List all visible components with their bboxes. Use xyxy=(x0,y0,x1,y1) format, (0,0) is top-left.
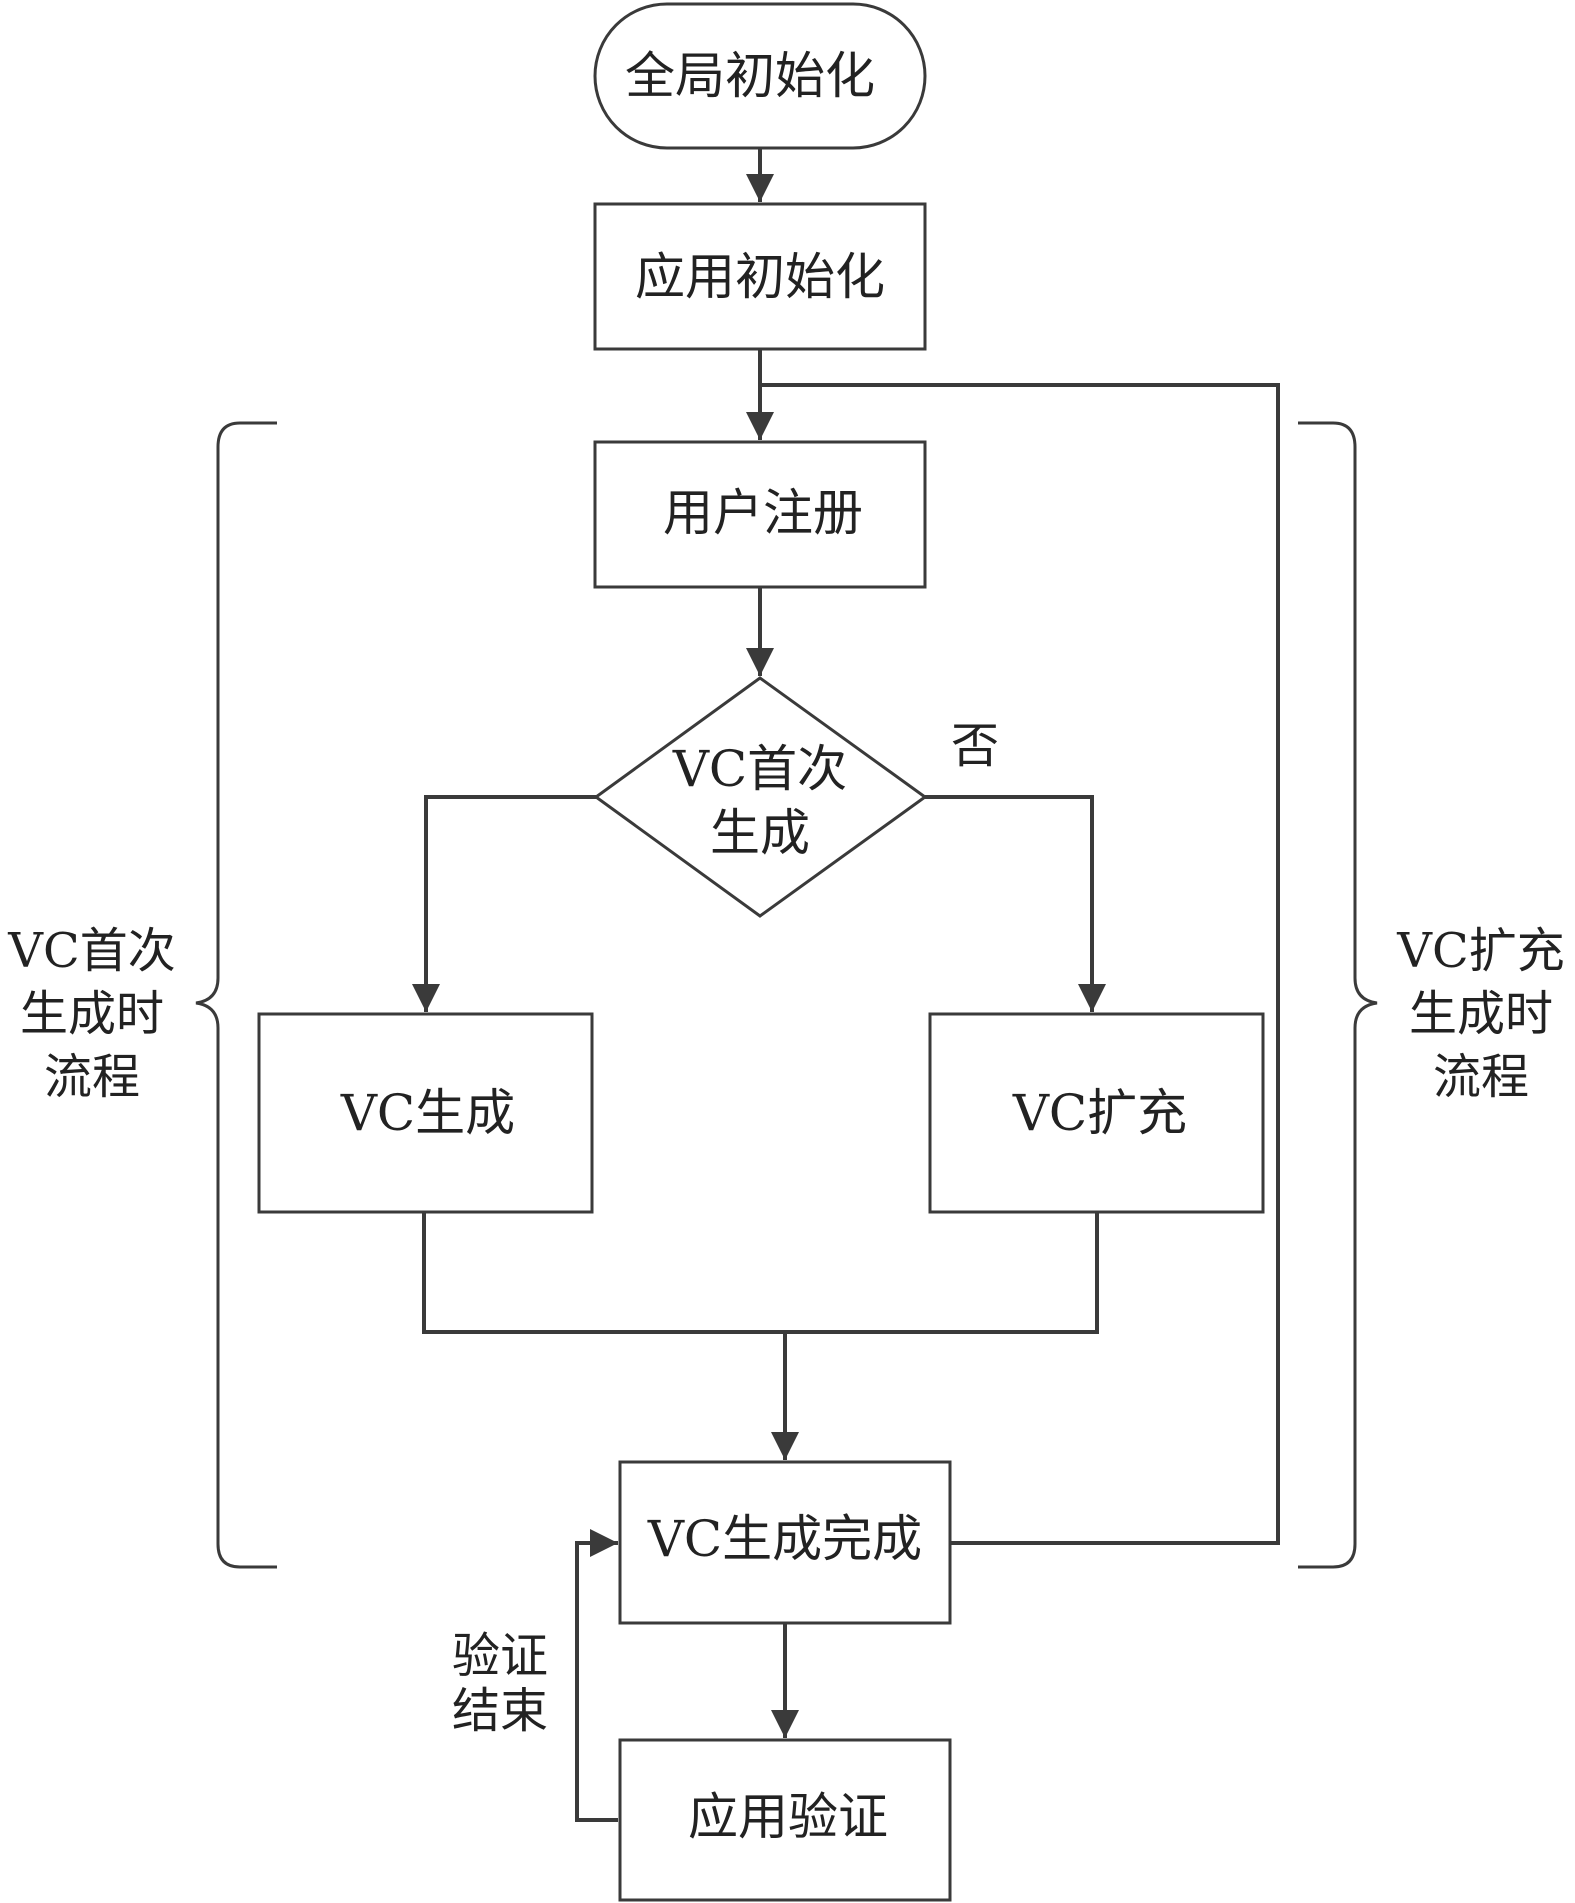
node-decision-label-line1: VC首次 xyxy=(672,740,847,798)
node-vc-expand-label: VC扩充 xyxy=(1012,1084,1187,1142)
right-label-line1: VC扩充 xyxy=(1396,923,1564,979)
node-global-init-label: 全局初始化 xyxy=(625,47,875,105)
node-decision-label-line2: 生成 xyxy=(710,804,810,862)
right-brace xyxy=(1298,421,1378,1569)
node-global-init: 全局初始化 xyxy=(593,2,927,150)
edge-merge-lines xyxy=(422,1211,1099,1334)
node-vc-generate-label: VC生成 xyxy=(340,1084,515,1142)
node-decision-vc-first: VC首次 生成 xyxy=(593,676,928,918)
left-label-line3: 流程 xyxy=(44,1049,140,1105)
node-user-register: 用户注册 xyxy=(593,440,927,589)
node-app-init-label: 应用初始化 xyxy=(635,248,885,306)
node-vc-expand: VC扩充 xyxy=(928,1012,1265,1214)
node-user-register-label: 用户注册 xyxy=(663,484,863,542)
edge-label-no: 否 xyxy=(951,718,999,774)
node-vc-done-label: VC生成完成 xyxy=(647,1510,922,1568)
node-vc-done: VC生成完成 xyxy=(618,1460,952,1625)
node-app-init: 应用初始化 xyxy=(593,202,927,351)
node-vc-generate: VC生成 xyxy=(257,1012,594,1214)
edge-vc-done-loop-to-user-register xyxy=(760,383,1280,1545)
edge-label-verify-end-line1: 验证 xyxy=(452,1628,548,1684)
edge-decision-to-vc-generate xyxy=(412,795,596,1012)
edge-decision-no-to-vc-expand xyxy=(925,795,1106,1012)
node-app-verify: 应用验证 xyxy=(618,1738,952,1902)
left-label-line1: VC首次 xyxy=(7,923,175,979)
right-label-line3: 流程 xyxy=(1433,1049,1529,1105)
edge-label-verify-end-line2: 结束 xyxy=(452,1683,548,1739)
edge-app-verify-back-to-vc-done xyxy=(575,1529,618,1822)
left-brace xyxy=(195,421,277,1569)
node-app-verify-label: 应用验证 xyxy=(688,1788,888,1846)
right-label-line2: 生成时 xyxy=(1409,986,1553,1042)
left-label-line2: 生成时 xyxy=(20,986,164,1042)
